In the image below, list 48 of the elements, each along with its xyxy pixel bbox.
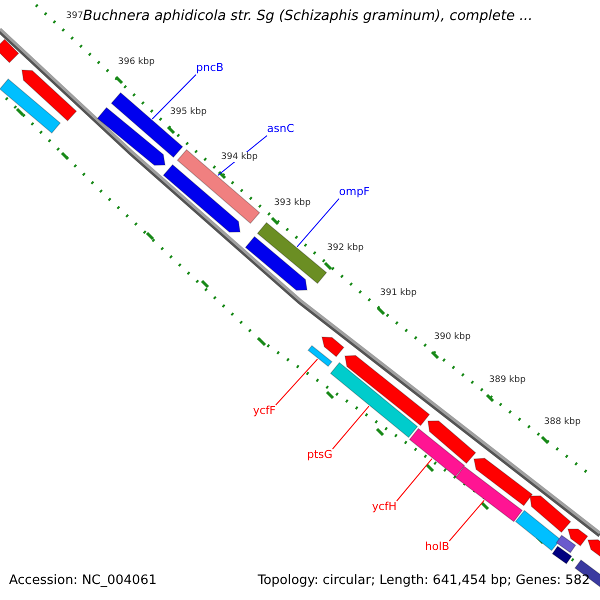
leader-line — [396, 458, 432, 502]
gene-bar — [556, 534, 576, 554]
gene-bar — [321, 336, 344, 358]
gene-bar — [244, 236, 308, 291]
scale-label: 396 kbp — [118, 57, 155, 68]
scale-label: 392 kbp — [327, 243, 364, 254]
scale-label: 397 — [66, 11, 84, 22]
gene-bar — [0, 38, 20, 64]
gene-label: asnC — [267, 123, 294, 136]
gene-bar — [408, 428, 466, 478]
scale-label: 395 kbp — [170, 107, 207, 118]
gene-label: pncB — [196, 62, 224, 75]
gene-bar — [473, 458, 533, 506]
scale-label: 390 kbp — [434, 332, 471, 342]
gene-bar — [162, 164, 241, 233]
gene-label: ptsG — [307, 449, 333, 462]
gene-bar — [552, 546, 572, 564]
gene-bar — [176, 149, 260, 224]
gene-label: ycfF — [253, 405, 276, 418]
gene-bar — [427, 420, 476, 464]
genome-summary-text: Topology: circular; Length: 641,454 bp; Genes: 582 — [258, 574, 590, 589]
gene-bar — [455, 466, 523, 522]
leader-line — [152, 74, 196, 120]
scale-label: 393 kbp — [274, 198, 311, 208]
gene-bar — [307, 345, 333, 367]
gene-bar — [587, 539, 600, 559]
gene-bar — [330, 362, 418, 438]
leader-line — [448, 500, 485, 542]
scale-label: 388 kbp — [544, 417, 581, 428]
leader-line — [275, 358, 318, 406]
gene-bar — [21, 69, 78, 122]
gene-bar — [344, 355, 430, 426]
leader-line — [296, 198, 340, 248]
gene-bar — [567, 528, 588, 546]
gene-bar — [0, 78, 61, 134]
gene-label: ycfH — [372, 501, 397, 514]
gene-label: ompF — [339, 186, 370, 199]
gene-bar — [96, 106, 166, 166]
map-title: Buchnera aphidicola str. Sg (Schizaphis graminum), complete ... — [83, 8, 533, 24]
scale-label: 394 kbp — [221, 152, 258, 162]
gene-bar — [256, 222, 328, 284]
leader-line — [332, 406, 370, 450]
gene-bar — [529, 495, 572, 533]
scale-label: 391 kbp — [380, 288, 417, 298]
scale-label: 389 kbp — [489, 375, 526, 386]
gene-bar — [514, 510, 562, 552]
accession-text: Accession: NC_004061 — [9, 574, 157, 589]
gene-label: holB — [425, 541, 450, 554]
